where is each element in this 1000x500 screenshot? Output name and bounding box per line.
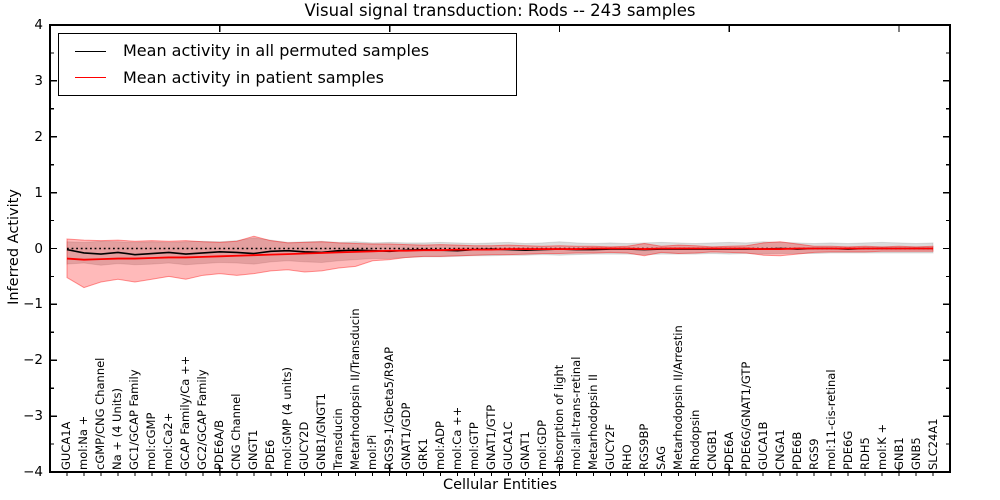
x-tick-label: mol:Pi	[365, 434, 380, 470]
x-tick-label: CNG Channel	[229, 393, 244, 470]
x-tick-label: Metarhodopsin II	[585, 374, 600, 470]
x-tick-label: RDH5	[857, 437, 872, 470]
x-tick-label: PDE6A	[721, 431, 736, 470]
x-tick-label: GC2/GCAP Family	[195, 369, 210, 470]
x-tick-label: GUCY2D	[297, 421, 312, 470]
x-tick-label: GUCY2F	[602, 423, 617, 470]
y-tick-label: −1	[23, 296, 43, 313]
chart-title: Visual signal transduction: Rods -- 243 …	[304, 1, 696, 20]
x-tick-label: SAG	[653, 445, 668, 470]
legend-line-black	[75, 50, 106, 52]
x-tick-label: GUCA1B	[755, 421, 770, 470]
x-tick-label: GUCA1C	[500, 421, 515, 470]
x-tick-label: RHO	[619, 444, 634, 470]
x-tick-label: RGS9	[806, 438, 821, 470]
x-tick-label: RGS9-1/Gbeta5/R9AP	[382, 346, 397, 470]
x-tick-label: GNB1/GNGT1	[314, 393, 329, 470]
permuted-range-band	[66, 237, 934, 266]
x-tick-label: PDE6G	[840, 430, 855, 470]
x-tick-label: GC1/GCAP Family	[127, 369, 142, 470]
legend-box: Mean activity in all permuted samples Me…	[58, 33, 517, 96]
y-tick-label: 1	[34, 184, 43, 201]
y-tick-label: −4	[23, 464, 43, 480]
y-tick-label: 0	[34, 240, 43, 257]
x-tick-label: GNAT1/GTP	[484, 404, 498, 470]
x-tick-label: mol:cGMP	[144, 412, 159, 470]
x-tick-label: PDE6A/B	[212, 419, 227, 470]
x-tick-label: mol:Ca2+	[161, 412, 176, 470]
y-tick-label: −2	[23, 352, 43, 369]
x-tick-label: GRK1	[416, 438, 431, 470]
x-tick-label: mol:ADP	[433, 421, 448, 470]
legend-item-patient: Mean activity in patient samples	[59, 67, 516, 87]
x-tick-label: absorption of light	[551, 364, 566, 470]
x-tick-label: PDE6B	[789, 431, 804, 470]
x-tick-label: Transducin	[331, 408, 346, 470]
x-tick-label: GNB5	[908, 437, 923, 470]
legend-item-permuted: Mean activity in all permuted samples	[59, 42, 516, 60]
x-tick-label: GNB1	[891, 437, 906, 470]
x-tick-label: GCAP Family/Ca ++	[178, 355, 193, 470]
y-tick-label: −3	[23, 408, 43, 425]
x-tick-label: mol:all-trans-retinal	[568, 356, 583, 470]
mean-activity-patient	[66, 247, 934, 261]
x-tick-label: mol:Ca ++	[450, 406, 465, 470]
x-tick-label: mol:Na +	[76, 415, 91, 470]
x-tick-label: GNGT1	[246, 429, 261, 470]
x-tick-label: Metarhodopsin II/Transducin	[348, 308, 363, 470]
legend-line-red	[75, 77, 106, 79]
x-tick-label: RGS9BP	[636, 423, 651, 470]
x-tick-label: cGMP/CNG Channel	[93, 357, 108, 470]
x-tick-label: mol:GMP (4 units)	[280, 367, 295, 470]
x-tick-label: Metarhodopsin II/Arrestin	[670, 325, 685, 470]
x-tick-label: mol:11-cis-retinal	[823, 369, 838, 470]
x-axis-label: Cellular Entities	[442, 477, 558, 493]
x-tick-label: GUCA1A	[59, 421, 74, 470]
x-tick-label: mol:GDP	[534, 419, 549, 470]
legend-label-permuted: Mean activity in all permuted samples	[123, 41, 430, 61]
x-tick-label: SLC24A1	[925, 418, 940, 470]
x-tick-label: GNAT1/GDP	[399, 402, 414, 470]
x-tick-label: CNGB1	[704, 429, 719, 470]
x-tick-label: Na + (4 Units)	[110, 388, 125, 470]
x-tick-label: mol:K +	[874, 423, 889, 470]
y-tick-label: 4	[34, 17, 43, 33]
y-tick-label: 2	[34, 128, 43, 145]
legend-label-patient: Mean activity in patient samples	[123, 67, 384, 87]
x-tick-label: PDE6G/GNAT1/GTP	[738, 361, 753, 470]
y-tick-label: 3	[34, 72, 43, 89]
x-tick-label: PDE6	[263, 439, 278, 470]
x-tick-label: GNAT1	[517, 431, 532, 470]
x-tick-label: CNGA1	[772, 429, 787, 470]
x-tick-label: Rhodopsin	[687, 409, 702, 470]
x-tick-label: mol:GTP	[467, 422, 482, 470]
